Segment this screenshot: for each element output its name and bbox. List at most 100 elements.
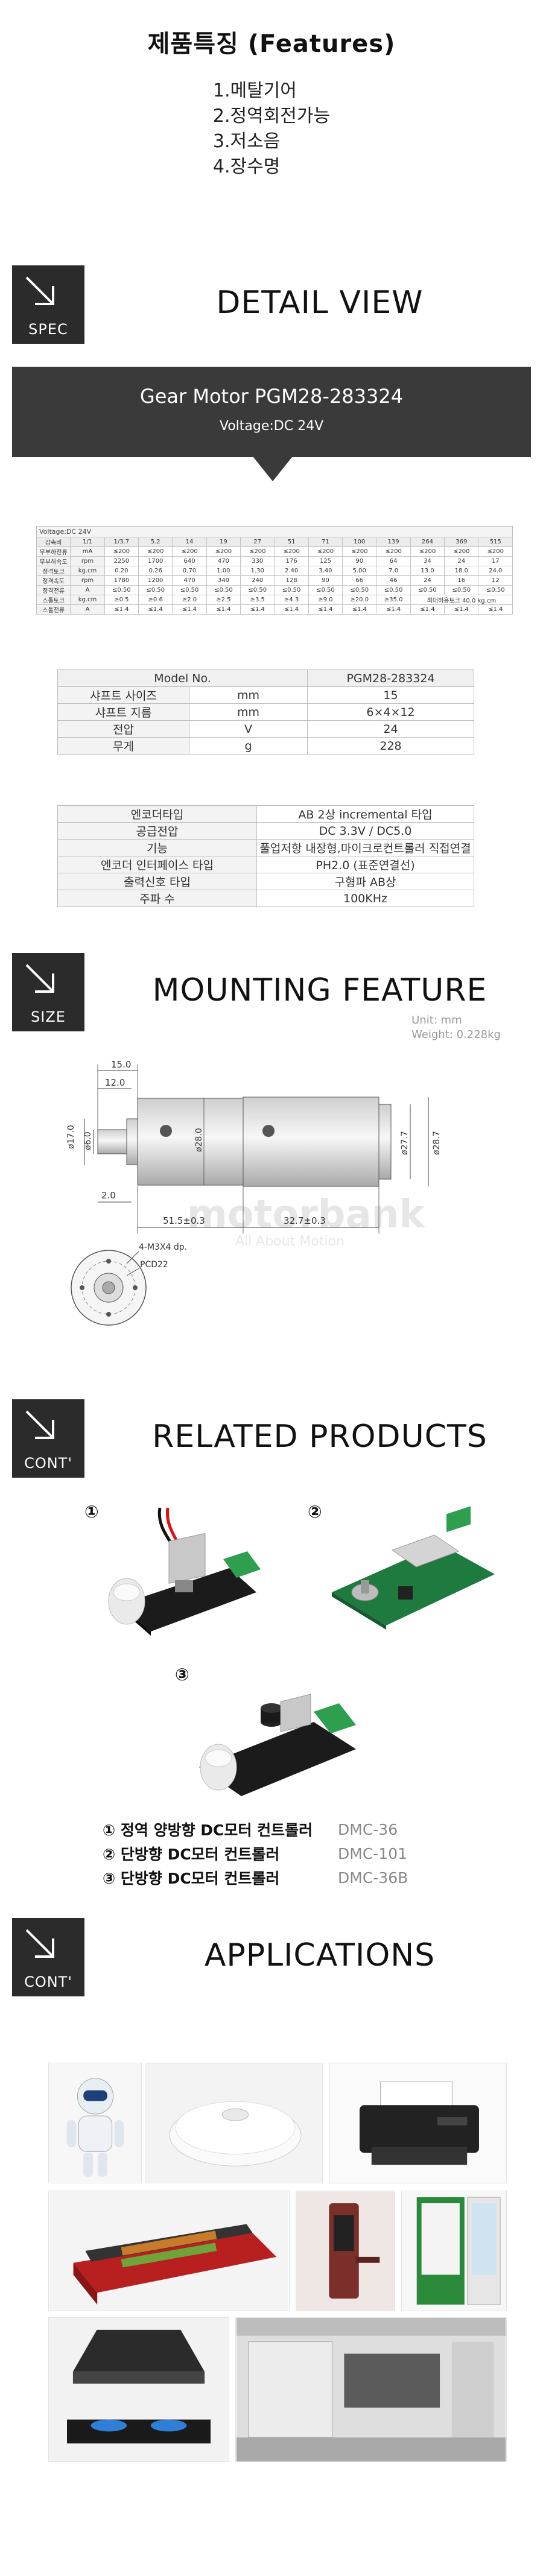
table-cell: 정격전류	[36, 585, 71, 595]
table-cell: 2250	[104, 556, 139, 566]
table-cell: 90	[308, 575, 343, 586]
table-cell: ≤1.4	[444, 604, 479, 615]
diagonal-arrow-icon	[25, 276, 54, 305]
table-cell: 전압	[57, 720, 189, 738]
table-cell: 5.2	[138, 537, 173, 547]
related-badge: CONT'	[12, 1399, 84, 1478]
table-cell: ≤0.50	[376, 585, 411, 595]
table-cell: ≤0.50	[478, 585, 513, 595]
table-cell: ≤200	[104, 546, 139, 557]
table-cell: 1780	[104, 575, 139, 586]
table-cell: 1700	[138, 556, 173, 566]
table-cell: 176	[274, 556, 309, 566]
table-cell: 264	[410, 537, 445, 547]
feature-item: 3.저소음	[212, 131, 281, 152]
unit-label: Unit: mm	[411, 1014, 462, 1027]
table-cell: PH2.0 (표준연결선)	[256, 856, 474, 873]
table-cell: ≤1.4	[376, 604, 411, 615]
logo-icon	[262, 1125, 275, 1137]
table-cell: 19	[206, 537, 241, 547]
applications-section-header: CONT' APPLICATIONS	[0, 1918, 543, 1996]
table-cell: ≤0.50	[104, 585, 139, 595]
list-item[interactable]: ③ 단방향 DC모터 컨트롤러 DMC-36B	[103, 1866, 408, 1890]
table-cell: ≤200	[172, 546, 207, 557]
product-image-dmc101[interactable]: ②	[308, 1502, 507, 1641]
table-cell: ≤200	[274, 546, 309, 557]
model-spec-table: Model No. PGM28-283324 샤프트 사이즈 mm 15 샤프트…	[57, 669, 475, 755]
table-cell: 샤프트 지름	[57, 703, 189, 721]
table-cell: 640	[172, 556, 207, 566]
table-cell: 14	[172, 537, 207, 547]
table-cell: ≤0.50	[444, 585, 479, 595]
controller-board-illustration	[332, 1506, 495, 1630]
section-title: APPLICATIONS	[204, 1937, 436, 1973]
product-code: DMC-101	[338, 1844, 408, 1862]
table-cell: 139	[376, 537, 411, 547]
spec-badge: SPEC	[12, 265, 84, 344]
features-section: 제품특징 (Features) 1.메탈기어 2.정역회전가능 3.저소음 4.…	[0, 24, 543, 180]
dimension-label: 12.0	[105, 1077, 125, 1088]
table-cell: Model No.	[57, 669, 308, 687]
table-cell: 1/1	[70, 537, 105, 547]
table-cell: 정격속도	[36, 575, 71, 586]
table-cell: 470	[206, 556, 241, 566]
dimension-label: ø27.7	[400, 1131, 410, 1155]
dimension-label: ø28.7	[432, 1131, 442, 1155]
table-cell: ≤200	[444, 546, 479, 557]
table-cell: 1.30	[240, 566, 275, 576]
table-cell: ≤0.50	[410, 585, 445, 595]
diagonal-arrow-icon	[25, 1929, 54, 1958]
table-cell: 515	[478, 537, 513, 547]
table-cell: rpm	[70, 575, 105, 586]
table-cell: AB 2상 incremental 타입	[256, 805, 474, 823]
dimension-label: ø17.0	[66, 1125, 76, 1149]
table-cell: 구형파 AB상	[256, 873, 474, 890]
banner-pointer	[253, 457, 292, 481]
feature-item: 2.정역회전가능	[212, 106, 331, 127]
size-section-header: SIZE MOUNTING FEATURE	[0, 953, 543, 1031]
table-cell: ≤0.50	[172, 585, 207, 595]
table-cell: 주파 수	[57, 890, 257, 907]
features-title: 제품특징 (Features)	[147, 30, 396, 58]
table-cell: 340	[206, 575, 241, 586]
table-cell: mm	[188, 703, 308, 721]
table-cell: 감속비	[36, 537, 71, 547]
table-cell: 71	[308, 537, 343, 547]
table-cell: DC 3.3V / DC5.0	[256, 822, 474, 840]
application-grill-image	[48, 2191, 290, 2311]
section-title: MOUNTING FEATURE	[152, 972, 487, 1008]
table-cell: ≤200	[206, 546, 241, 557]
dimension-label: ø28.0	[194, 1128, 204, 1152]
table-cell: ≥20.0	[342, 595, 377, 605]
section-title: RELATED PRODUCTS	[152, 1419, 487, 1455]
badge-label: CONT'	[24, 1455, 72, 1472]
dimension-label: ø6.0	[83, 1131, 93, 1150]
table-cell: 기능	[57, 839, 257, 856]
product-name: ② 단방향 DC모터 컨트롤러	[103, 1846, 280, 1863]
table-cell: 6×4×12	[307, 703, 475, 721]
table-cell: ≥0.5	[104, 595, 139, 605]
table-cell: ≤200	[138, 546, 173, 557]
product-image-dmc36[interactable]: ①	[84, 1502, 272, 1641]
table-cell: mm	[188, 686, 308, 704]
table-cell: ≤1.4	[138, 604, 173, 615]
table-cell: 46	[376, 575, 411, 586]
table-cell: 16	[444, 575, 479, 586]
table-cell: 스톨전류	[36, 604, 71, 615]
table-cell: 무부하속도	[36, 556, 71, 566]
table-cell: kg.cm	[70, 595, 105, 605]
list-item[interactable]: ② 단방향 DC모터 컨트롤러 DMC-101	[103, 1841, 408, 1866]
table-cell: 무부하전류	[36, 546, 71, 557]
table-cell: g	[188, 737, 308, 755]
product-image-dmc36b[interactable]: ③	[175, 1665, 374, 1803]
list-item[interactable]: ① 정역 양방향 DC모터 컨트롤러 DMC-36	[103, 1817, 408, 1841]
application-printer-image	[329, 2063, 507, 2183]
